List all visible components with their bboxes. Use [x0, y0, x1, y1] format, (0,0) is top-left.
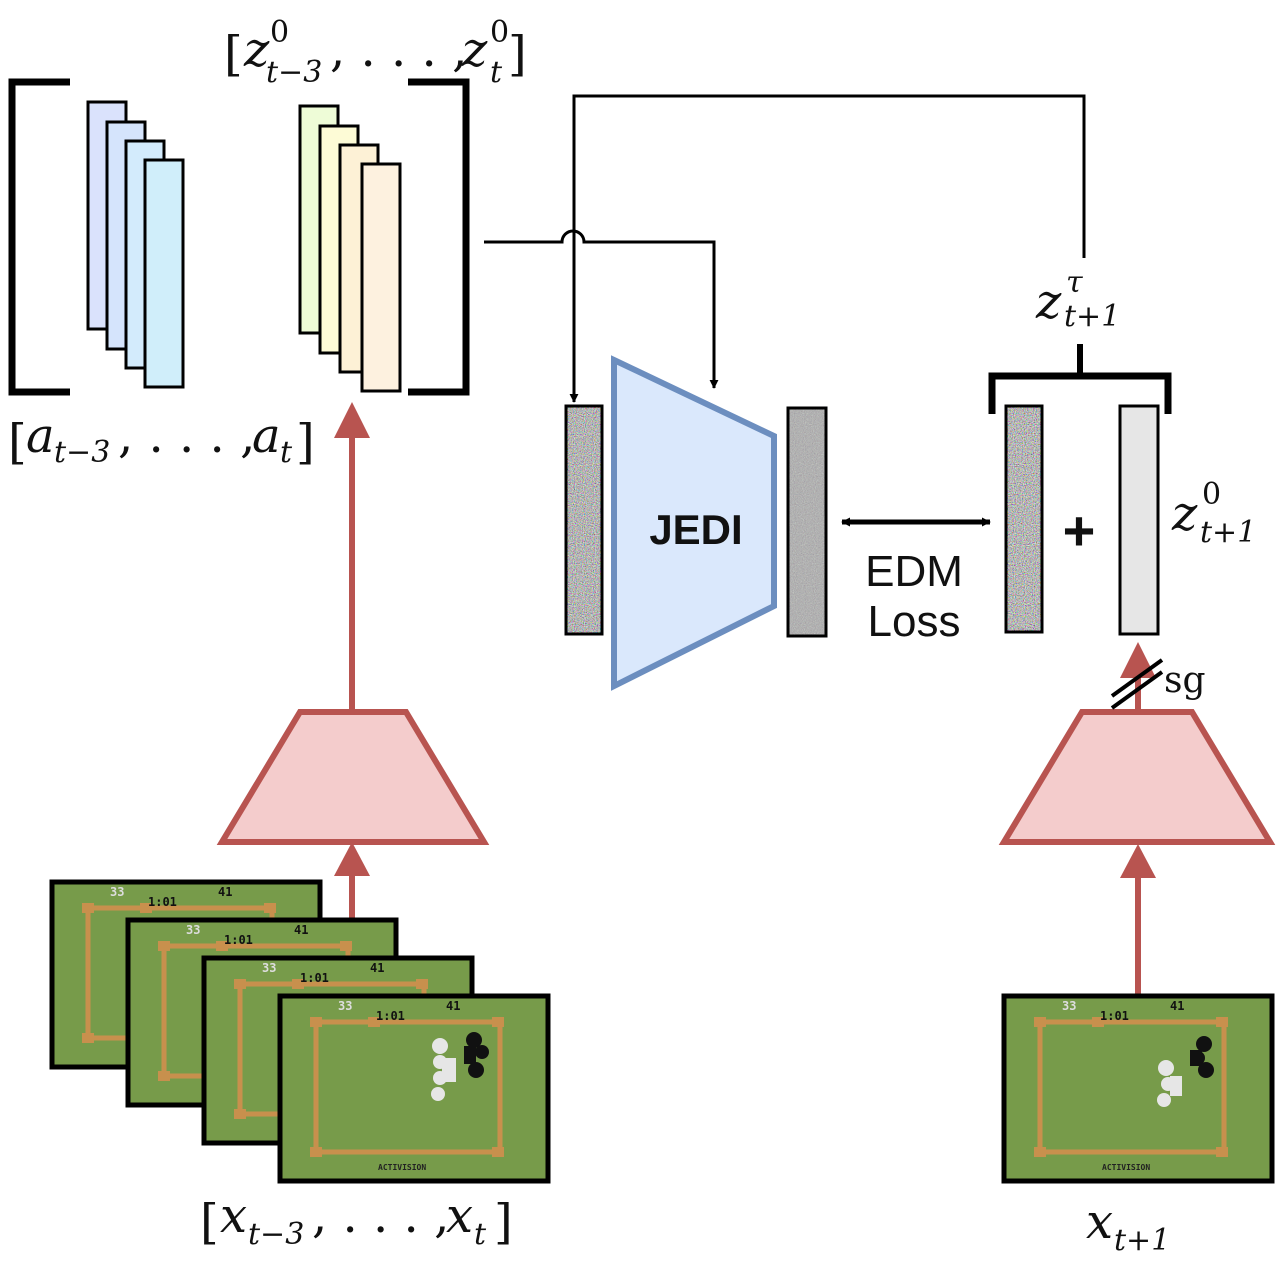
svg-text:41: 41 [370, 961, 384, 975]
svg-text:x: x [220, 1188, 247, 1244]
jedi-model: JEDI [564, 355, 828, 691]
jedi-trapezoid [611, 355, 777, 691]
svg-text:, . . . ,: , . . . , [312, 1188, 449, 1244]
svg-text:0: 0 [1202, 477, 1221, 512]
svg-text:1:01: 1:01 [224, 933, 253, 947]
svg-text:t−3: t−3 [248, 1217, 304, 1252]
a-context-label: [ a t−3 , . . . , a t ] [8, 408, 315, 470]
svg-text:0: 0 [490, 15, 509, 50]
svg-text:33: 33 [1062, 999, 1076, 1013]
context-encoder [216, 402, 490, 928]
svg-text:x: x [1086, 1194, 1113, 1250]
edm-loss-label: EDM Loss [865, 547, 963, 646]
svg-text:]: ] [494, 1194, 513, 1250]
x-next-label: x t+1 [1086, 1194, 1170, 1258]
svg-text:z: z [461, 22, 488, 78]
svg-text:t+1: t+1 [1064, 299, 1120, 334]
svg-text:t+1: t+1 [1200, 515, 1256, 550]
black-boxer-sprite [1190, 1036, 1214, 1078]
svg-text:, . . . ,: , . . . , [330, 22, 467, 78]
svg-text:1:01: 1:01 [376, 1009, 405, 1023]
svg-text:z: z [1171, 486, 1198, 542]
svg-text:33: 33 [110, 885, 124, 899]
frame-latents-yellow [298, 104, 402, 393]
context-latents-bracket [8, 78, 470, 396]
svg-text:EDM: EDM [865, 547, 963, 596]
svg-text:0: 0 [270, 15, 289, 50]
svg-text:t−3: t−3 [266, 55, 322, 90]
svg-text:z: z [1035, 274, 1062, 330]
svg-text:τ: τ [1066, 265, 1083, 300]
right-bracket [408, 78, 470, 396]
svg-text:, . . . ,: , . . . , [118, 408, 255, 464]
svg-text:t: t [490, 55, 503, 90]
svg-text:41: 41 [1170, 999, 1184, 1013]
z-clean-label: z 0 t+1 [1171, 477, 1256, 550]
target-latents: + [1004, 404, 1160, 636]
svg-text:41: 41 [218, 885, 232, 899]
stop-grad-mark [1110, 658, 1164, 698]
svg-text:[: [ [200, 1194, 219, 1250]
z-context-label: [ z 0 t−3 , . . . , z 0 t ] [224, 15, 527, 90]
svg-text:ACTIVISION: ACTIVISION [378, 1163, 426, 1172]
svg-text:Loss: Loss [868, 597, 961, 646]
connectors [484, 94, 1172, 527]
black-boxer-sprite [464, 1032, 489, 1078]
frame-3: 33 1:01 41 [204, 958, 472, 1143]
frame-1: 33 1:01 41 [52, 882, 320, 1067]
svg-text:x: x [446, 1188, 473, 1244]
frame-2: 33 1:01 41 [128, 920, 396, 1105]
left-bracket [8, 78, 70, 396]
clean-latent [1118, 404, 1160, 636]
z-noisy-label: z τ t+1 [1035, 265, 1120, 334]
frame-4: 33 1:01 41 ACTIVISION [280, 996, 548, 1181]
svg-text:]: ] [508, 26, 527, 82]
svg-text:t: t [280, 435, 293, 470]
plus-sign: + [1063, 499, 1096, 562]
svg-text:z: z [243, 22, 270, 78]
svg-text:t: t [474, 1217, 487, 1252]
svg-text:t−3: t−3 [54, 435, 110, 470]
context-to-jedi-arrow [484, 229, 719, 389]
svg-text:[: [ [224, 26, 243, 82]
svg-text:41: 41 [294, 923, 308, 937]
stop-grad-label: sg [1164, 660, 1206, 701]
svg-text:a: a [26, 408, 55, 464]
svg-text:33: 33 [186, 923, 200, 937]
target-encoder: sg [998, 642, 1276, 996]
svg-text:a: a [252, 408, 281, 464]
svg-text:1:01: 1:01 [300, 971, 329, 985]
svg-text:]: ] [296, 414, 315, 470]
svg-text:33: 33 [262, 961, 276, 975]
white-boxer-sprite [431, 1038, 456, 1101]
jedi-label: JEDI [649, 506, 742, 553]
white-boxer-sprite [1157, 1060, 1182, 1107]
svg-text:1:01: 1:01 [148, 895, 177, 909]
svg-text:1:01: 1:01 [1100, 1009, 1129, 1023]
svg-text:41: 41 [446, 999, 460, 1013]
svg-text:ACTIVISION: ACTIVISION [1102, 1163, 1150, 1172]
action-latents-blue [86, 100, 185, 389]
context-frames: 33 1:01 41 33 1:01 41 33 1:01 41 33 1:01… [52, 882, 548, 1181]
noisy-latent-to-input-arrow [569, 94, 1086, 403]
svg-text:t+1: t+1 [1114, 1223, 1170, 1258]
x-context-label: [ x t−3 , . . . , x t ] [200, 1188, 513, 1252]
svg-text:[: [ [8, 414, 27, 470]
next-frame: 33 1:01 41 ACTIVISION [1004, 996, 1272, 1181]
svg-text:33: 33 [338, 999, 352, 1013]
